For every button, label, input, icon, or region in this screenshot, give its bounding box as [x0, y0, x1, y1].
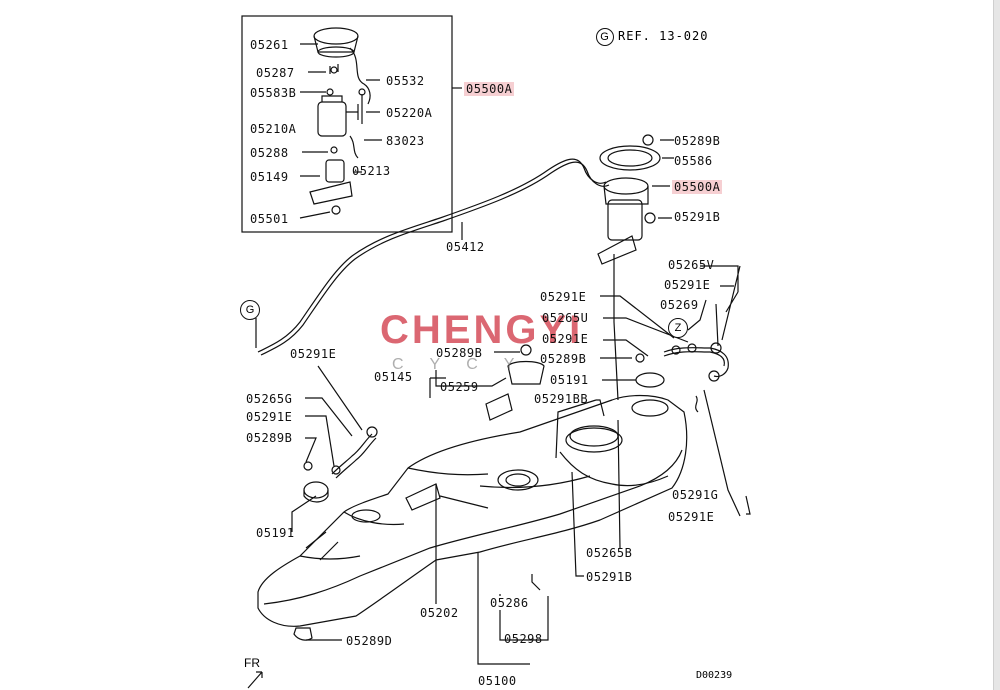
part-label-05289b-top[interactable]: 05289B	[674, 134, 721, 148]
watermark-sub: CYCY	[392, 356, 541, 373]
callout-g: G	[240, 300, 260, 320]
part-label-05289b-l2[interactable]: 05289B	[246, 431, 293, 445]
part-label-05265v[interactable]: 05265V	[668, 258, 715, 272]
part-label-05259[interactable]: 05259	[440, 380, 479, 394]
watermark-brand: CHENGYI	[380, 308, 584, 352]
inset-pump-module	[309, 27, 371, 215]
part-label-05586[interactable]: 05586	[674, 154, 713, 168]
part-label-05265u[interactable]: 05265U	[542, 311, 589, 325]
part-label-05500a-main[interactable]: 05500A	[672, 180, 723, 194]
reference-note: G REF. 13-020	[596, 28, 708, 46]
part-label-05291e-c2[interactable]: 05291E	[542, 332, 589, 346]
part-label-05149[interactable]: 05149	[250, 170, 289, 184]
part-label-05412[interactable]: 05412	[446, 240, 485, 254]
part-label-05265g[interactable]: 05265G	[246, 392, 293, 406]
vertical-scrollbar[interactable]	[993, 0, 1000, 690]
part-label-05289b-c[interactable]: 05289B	[540, 352, 587, 366]
part-label-05220a[interactable]: 05220A	[386, 106, 433, 120]
reference-circle: G	[596, 28, 614, 46]
part-label-05501[interactable]: 05501	[250, 212, 289, 226]
direction-label: FR	[244, 656, 260, 670]
part-label-05291bb[interactable]: 05291BB	[534, 392, 589, 406]
part-label-05202[interactable]: 05202	[420, 606, 459, 620]
diagram-code: D00239	[696, 670, 733, 681]
part-label-05261[interactable]: 05261	[250, 38, 289, 52]
part-label-05291b-b[interactable]: 05291B	[586, 570, 633, 584]
part-label-05145[interactable]: 05145	[374, 370, 413, 384]
fuel-line	[257, 158, 607, 353]
part-label-05291e-r1[interactable]: 05291E	[664, 278, 711, 292]
reference-text: REF. 13-020	[618, 29, 709, 43]
part-label-05291e-l1[interactable]: 05291E	[290, 347, 337, 361]
part-label-83023[interactable]: 83023	[386, 134, 425, 148]
callout-z: Z	[668, 318, 688, 338]
part-label-05532[interactable]: 05532	[386, 74, 425, 88]
part-label-05288[interactable]: 05288	[250, 146, 289, 160]
part-label-05291e-c1[interactable]: 05291E	[540, 290, 587, 304]
part-label-05100[interactable]: 05100	[478, 674, 517, 688]
fuel-tank	[257, 394, 688, 641]
part-label-05191-c[interactable]: 05191	[550, 373, 589, 387]
part-label-05291b-top[interactable]: 05291B	[674, 210, 721, 224]
part-label-05291e-l2[interactable]: 05291E	[246, 410, 293, 424]
part-label-05269[interactable]: 05269	[660, 298, 699, 312]
part-label-05191-l[interactable]: 05191	[256, 526, 295, 540]
part-label-05289d[interactable]: 05289D	[346, 634, 393, 648]
part-label-05500a-inset[interactable]: 05500A	[464, 82, 515, 96]
part-label-05286[interactable]: 05286	[490, 596, 529, 610]
part-label-05210a[interactable]: 05210A	[250, 122, 297, 136]
inset-box	[241, 15, 453, 233]
part-label-05265b[interactable]: 05265B	[586, 546, 633, 560]
part-label-05298[interactable]: 05298	[504, 632, 543, 646]
part-label-05291g[interactable]: 05291G	[672, 488, 719, 502]
part-label-05213[interactable]: 05213	[352, 164, 391, 178]
part-label-05287[interactable]: 05287	[256, 66, 295, 80]
part-label-05583b[interactable]: 05583B	[250, 86, 297, 100]
main-pump-assembly	[597, 134, 661, 265]
part-label-05291e-r2[interactable]: 05291E	[668, 510, 715, 524]
part-label-05289b-l[interactable]: 05289B	[436, 346, 483, 360]
